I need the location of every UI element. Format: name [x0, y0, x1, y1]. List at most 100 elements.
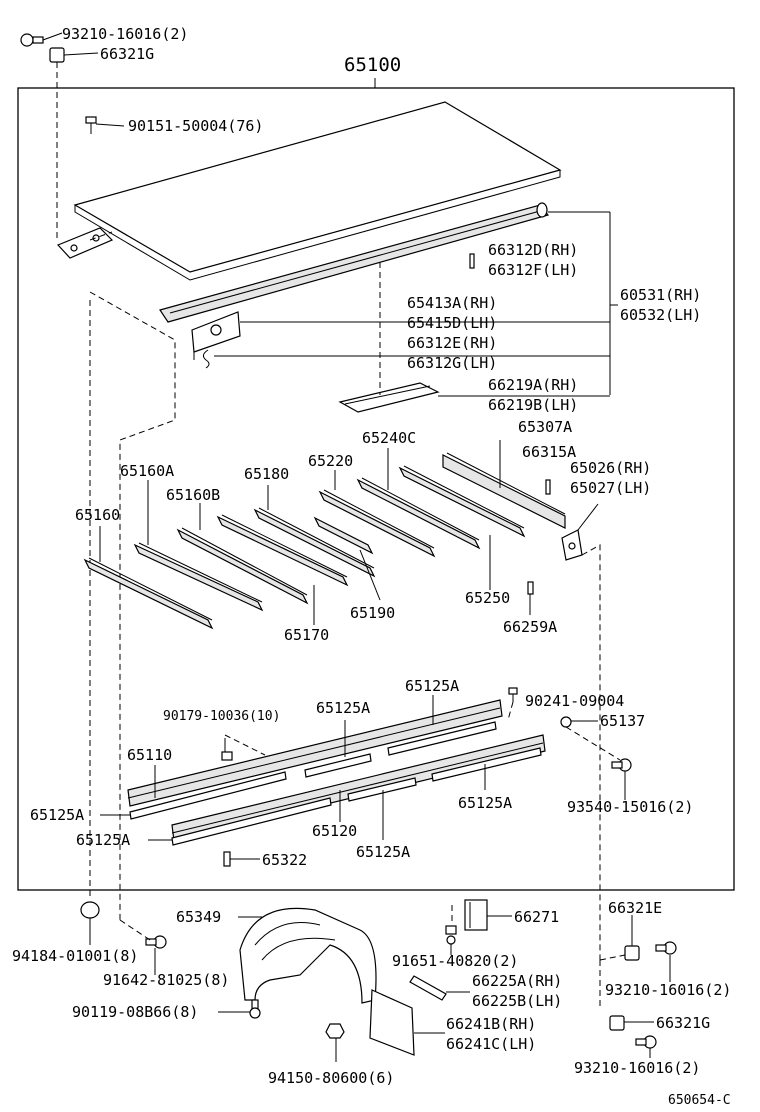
label-65100: 65100	[344, 54, 401, 76]
label-93540: 93540-15016(2)	[567, 798, 693, 816]
label-65160A: 65160A	[120, 462, 174, 480]
label-65026: 65026(RH)	[570, 459, 651, 477]
label-60532: 60532(LH)	[620, 306, 701, 324]
label-66321G-bot: 66321G	[656, 1014, 710, 1032]
sill-65110	[127, 699, 503, 807]
bolt-93210-top	[20, 33, 44, 47]
bolt-91642	[145, 935, 167, 949]
nut-66321G-bot	[609, 1015, 625, 1031]
nut-65137	[560, 716, 572, 728]
bracket-65026	[561, 529, 583, 561]
bolt-90179	[221, 751, 233, 761]
label-65125A-b: 65125A	[316, 699, 370, 717]
bolt-93210-bot	[635, 1035, 657, 1049]
crossmember-65190	[313, 516, 374, 555]
bolt-90119	[249, 999, 261, 1019]
label-91642: 91642-81025(8)	[103, 971, 229, 989]
label-91651: 91651-40820(2)	[392, 952, 518, 970]
bolt-65322	[223, 851, 231, 867]
screw-66259A	[527, 581, 534, 595]
label-94150: 94150-80600(6)	[268, 1069, 394, 1087]
label-66241B: 66241B(RH)	[446, 1015, 536, 1033]
label-65125A-d: 65125A	[458, 794, 512, 812]
label-65190: 65190	[350, 604, 395, 622]
label-65160B: 65160B	[166, 486, 220, 504]
label-66219A: 66219A(RH)	[488, 376, 578, 394]
nut-66321G-top	[49, 47, 65, 63]
crossmember-65160B	[176, 527, 309, 605]
label-66271: 66271	[514, 908, 559, 926]
crossmember-65220	[318, 489, 436, 558]
crossmember-65307A	[442, 452, 566, 529]
label-66312E: 66312E(RH)	[407, 334, 497, 352]
label-65125A-e: 65125A	[76, 831, 130, 849]
label-65125A-a: 65125A	[405, 677, 459, 695]
mudguard-65349	[239, 907, 377, 1004]
label-65415D: 65415D(LH)	[407, 314, 497, 332]
hinge-bracket	[56, 227, 114, 259]
label-66241C: 66241C(LH)	[446, 1035, 536, 1053]
label-65322: 65322	[262, 851, 307, 869]
mudflap-66241B	[369, 989, 415, 1056]
bolt-91651	[445, 925, 457, 945]
bolt-93540	[611, 758, 632, 772]
label-66219B: 66219B(LH)	[488, 396, 578, 414]
label-93210-16016-top: 93210-16016(2)	[62, 25, 188, 43]
stay-66225A	[409, 975, 447, 1001]
rail-60531	[159, 202, 550, 323]
label-90119: 90119-08B66(8)	[72, 1003, 198, 1021]
label-66259A: 66259A	[503, 618, 557, 636]
label-66225B: 66225B(LH)	[472, 992, 562, 1010]
label-93210-16016-mid: 93210-16016(2)	[605, 981, 731, 999]
bolt-93210-mid	[655, 941, 677, 955]
label-65240C: 65240C	[362, 429, 416, 447]
label-66321E: 66321E	[608, 899, 662, 917]
label-65125A-c: 65125A	[30, 806, 84, 824]
part-66271	[464, 899, 488, 931]
assembly-frame	[17, 87, 735, 891]
label-65307A: 65307A	[518, 418, 572, 436]
label-66312G: 66312G(LH)	[407, 354, 497, 372]
bushing-94184	[80, 901, 100, 919]
label-65110: 65110	[127, 746, 172, 764]
label-60531: 60531(RH)	[620, 286, 701, 304]
label-66312D: 66312D(RH)	[488, 241, 578, 259]
label-65160: 65160	[75, 506, 120, 524]
label-66321G-top: 66321G	[100, 45, 154, 63]
crossmember-65240C	[356, 477, 481, 550]
crossmember-65160	[83, 557, 214, 630]
nut-94150	[325, 1023, 345, 1039]
label-65170: 65170	[284, 626, 329, 644]
bracket-65413A	[191, 311, 241, 360]
crossmember-65160A	[133, 542, 264, 612]
screw-90151	[85, 116, 97, 134]
label-66225A: 66225A(RH)	[472, 972, 562, 990]
label-65250: 65250	[465, 589, 510, 607]
label-65125A-f: 65125A	[356, 843, 410, 861]
label-94184: 94184-01001(8)	[12, 947, 138, 965]
bolt-90241	[508, 687, 518, 702]
label-66312F: 66312F(LH)	[488, 261, 578, 279]
bracket-66219A	[338, 382, 440, 413]
strip-65125A-group	[129, 721, 542, 846]
drawing-id: 650654-C	[668, 1093, 731, 1108]
pin-66315A	[545, 479, 551, 495]
label-65137: 65137	[600, 712, 645, 730]
nut-66321E	[624, 945, 640, 961]
clip-66312E	[202, 349, 210, 369]
label-65349: 65349	[176, 908, 221, 926]
label-90151: 90151-50004(76)	[128, 117, 263, 135]
crossmember-65170	[216, 514, 349, 587]
floor-panel	[73, 101, 562, 281]
pin-66312D	[469, 253, 475, 269]
label-65413A: 65413A(RH)	[407, 294, 497, 312]
crossmember-65180	[253, 507, 376, 578]
label-65180: 65180	[244, 465, 289, 483]
label-65220: 65220	[308, 452, 353, 470]
label-66315A: 66315A	[522, 443, 576, 461]
label-93210-16016-bot: 93210-16016(2)	[574, 1059, 700, 1077]
label-65027: 65027(LH)	[570, 479, 651, 497]
label-65120: 65120	[312, 822, 357, 840]
crossmember-65250	[398, 465, 526, 538]
